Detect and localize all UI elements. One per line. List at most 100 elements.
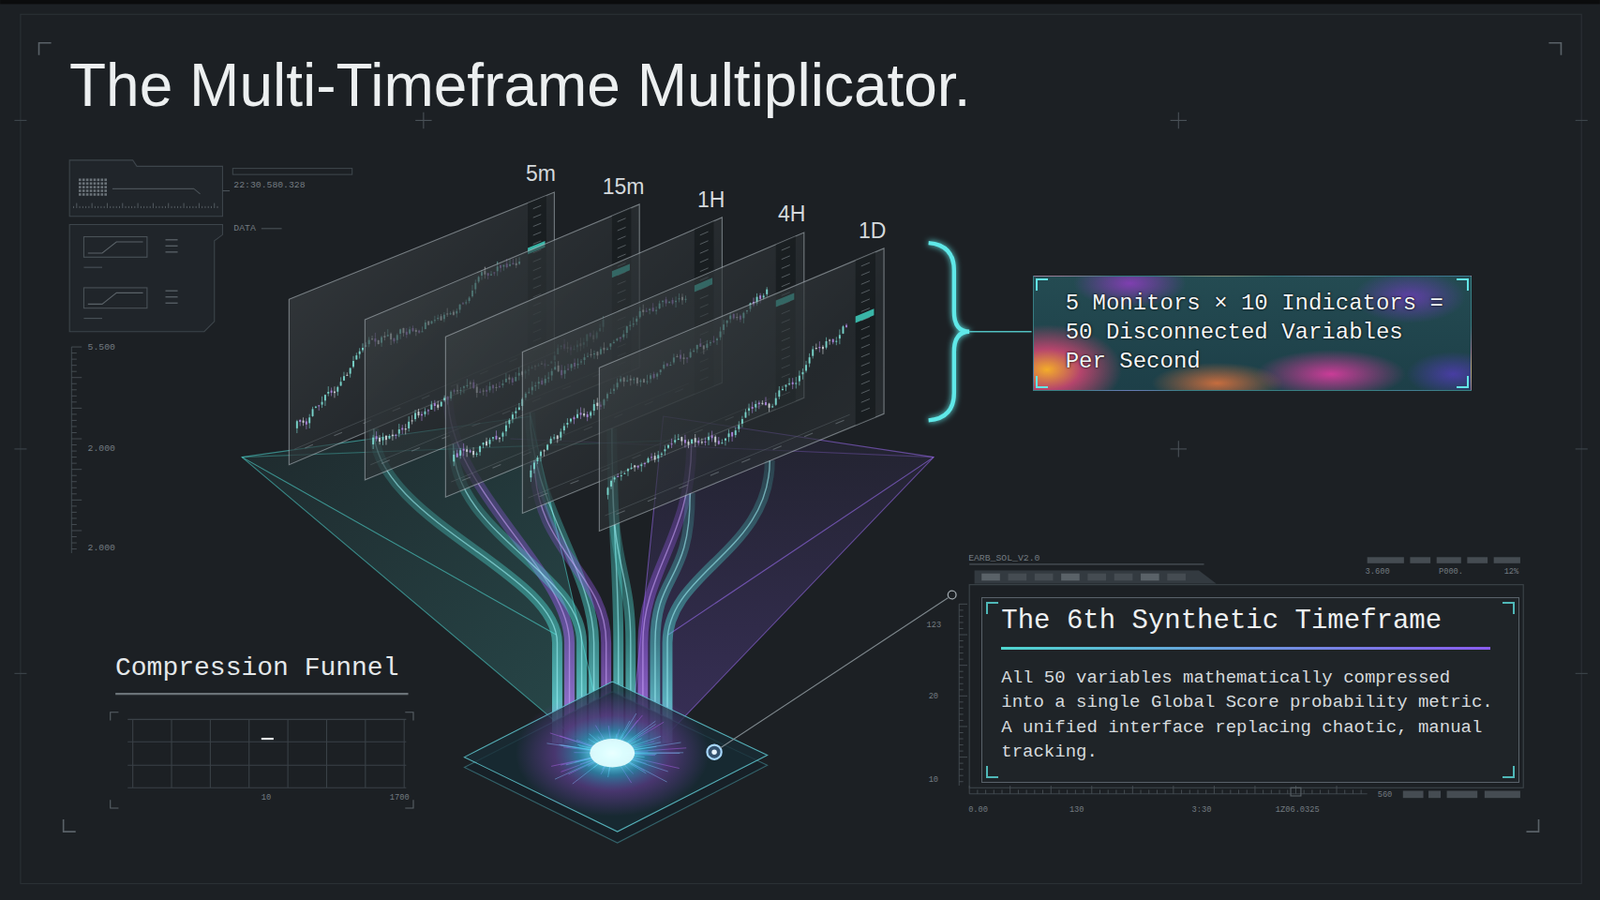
hud-tick <box>82 206 84 209</box>
ruler-tick <box>985 789 987 793</box>
candle-wick <box>424 407 426 417</box>
corner-mark <box>404 712 414 721</box>
status-block <box>1447 791 1479 799</box>
time-tick <box>381 460 390 464</box>
hud-dot <box>78 193 82 196</box>
hud-tick <box>167 203 169 209</box>
ruler-tick <box>71 346 82 348</box>
candle-body <box>537 457 539 462</box>
ruler-tick <box>71 511 76 513</box>
candle-body <box>343 375 345 381</box>
candle-wick <box>469 448 471 453</box>
candle-wick <box>707 432 709 445</box>
candle-body <box>529 470 532 478</box>
title: The Multi-Timeframe Multiplicator. <box>69 55 971 116</box>
candle-body <box>606 487 609 494</box>
candle-body <box>805 364 808 371</box>
time-tick <box>569 480 579 485</box>
candle-wick <box>392 429 394 441</box>
side-tick <box>1575 448 1588 449</box>
candle-body <box>774 397 777 404</box>
ruler-tick <box>1229 789 1231 793</box>
ruler-tick <box>958 676 963 678</box>
candle-wick <box>731 431 733 441</box>
hud-dash <box>164 245 178 247</box>
hud-label: 12% <box>1504 568 1520 577</box>
candle-body <box>690 438 693 443</box>
candle-wick <box>402 424 404 434</box>
ruler-tick <box>1026 789 1028 793</box>
axis-tick <box>700 240 709 245</box>
candle-wick <box>711 430 713 442</box>
hud-tick <box>179 206 181 209</box>
candle-wick <box>418 408 419 419</box>
platform <box>463 681 767 832</box>
hud-dot <box>82 185 86 189</box>
hud-tick <box>134 206 135 209</box>
hud-tick <box>174 206 176 209</box>
candle-body <box>352 360 355 367</box>
hud-dot <box>86 185 90 189</box>
hud-label: 123 <box>926 621 942 630</box>
candle-body <box>784 384 787 387</box>
candle-body <box>650 456 653 458</box>
candle-wick <box>327 386 329 396</box>
status-block <box>1466 556 1488 564</box>
axis-tick <box>860 398 869 403</box>
candle-body <box>492 436 494 438</box>
ruler-tick <box>71 388 76 390</box>
ruler-tick <box>958 744 963 746</box>
ruler-tick <box>958 615 963 617</box>
candle-body <box>733 430 736 435</box>
status-block <box>1367 556 1405 564</box>
hud-label: 22:30.580.328 <box>233 180 305 191</box>
decor-line <box>83 317 103 319</box>
hud-label: P000. <box>1438 568 1464 577</box>
candle-wick <box>495 430 497 440</box>
candle-body <box>469 449 472 452</box>
time-tick <box>741 458 750 463</box>
candle-body <box>576 414 579 419</box>
candle-wick <box>399 423 401 437</box>
ruler-tick <box>958 725 968 727</box>
candle-body <box>762 296 765 299</box>
candle-body <box>398 429 401 434</box>
corner-bracket <box>1456 279 1468 291</box>
hud-tick <box>79 206 81 209</box>
candle-wick <box>758 400 760 409</box>
tab-segment <box>1034 573 1054 582</box>
candle-wick <box>808 352 810 367</box>
hud-dash <box>164 302 178 304</box>
candle-wick <box>457 449 459 459</box>
ruler-tick <box>71 450 76 452</box>
axis-tick <box>532 213 540 217</box>
panel-glass <box>598 248 884 532</box>
candle-body <box>586 414 589 418</box>
hud-box <box>69 160 223 217</box>
ruler-tick <box>1165 789 1167 793</box>
ruler-tick <box>1295 785 1297 794</box>
candle-body <box>333 390 336 393</box>
hud-tick <box>116 206 118 209</box>
ruler-tick <box>1099 789 1101 793</box>
candle-wick <box>704 436 706 446</box>
candle-body <box>593 403 596 411</box>
candle-wick <box>515 407 517 419</box>
compression-chart <box>110 693 414 808</box>
candle-wick <box>302 417 304 426</box>
ruler-tick <box>1360 789 1362 793</box>
ruler-tick <box>71 432 76 434</box>
axis-tick <box>860 343 869 348</box>
tab-segment <box>981 573 1001 582</box>
tab-segment <box>1087 573 1107 582</box>
axis-tick <box>860 289 869 294</box>
time-tick <box>804 433 813 437</box>
hud-dot <box>100 185 104 189</box>
status-block <box>1494 556 1521 564</box>
candle-wick <box>479 446 481 456</box>
candle-body <box>305 420 308 424</box>
heading-underline <box>1001 646 1491 650</box>
ruler-tick <box>1328 789 1330 793</box>
section-heading: Compression Funnel <box>115 655 399 682</box>
ruler-tick <box>71 499 82 501</box>
